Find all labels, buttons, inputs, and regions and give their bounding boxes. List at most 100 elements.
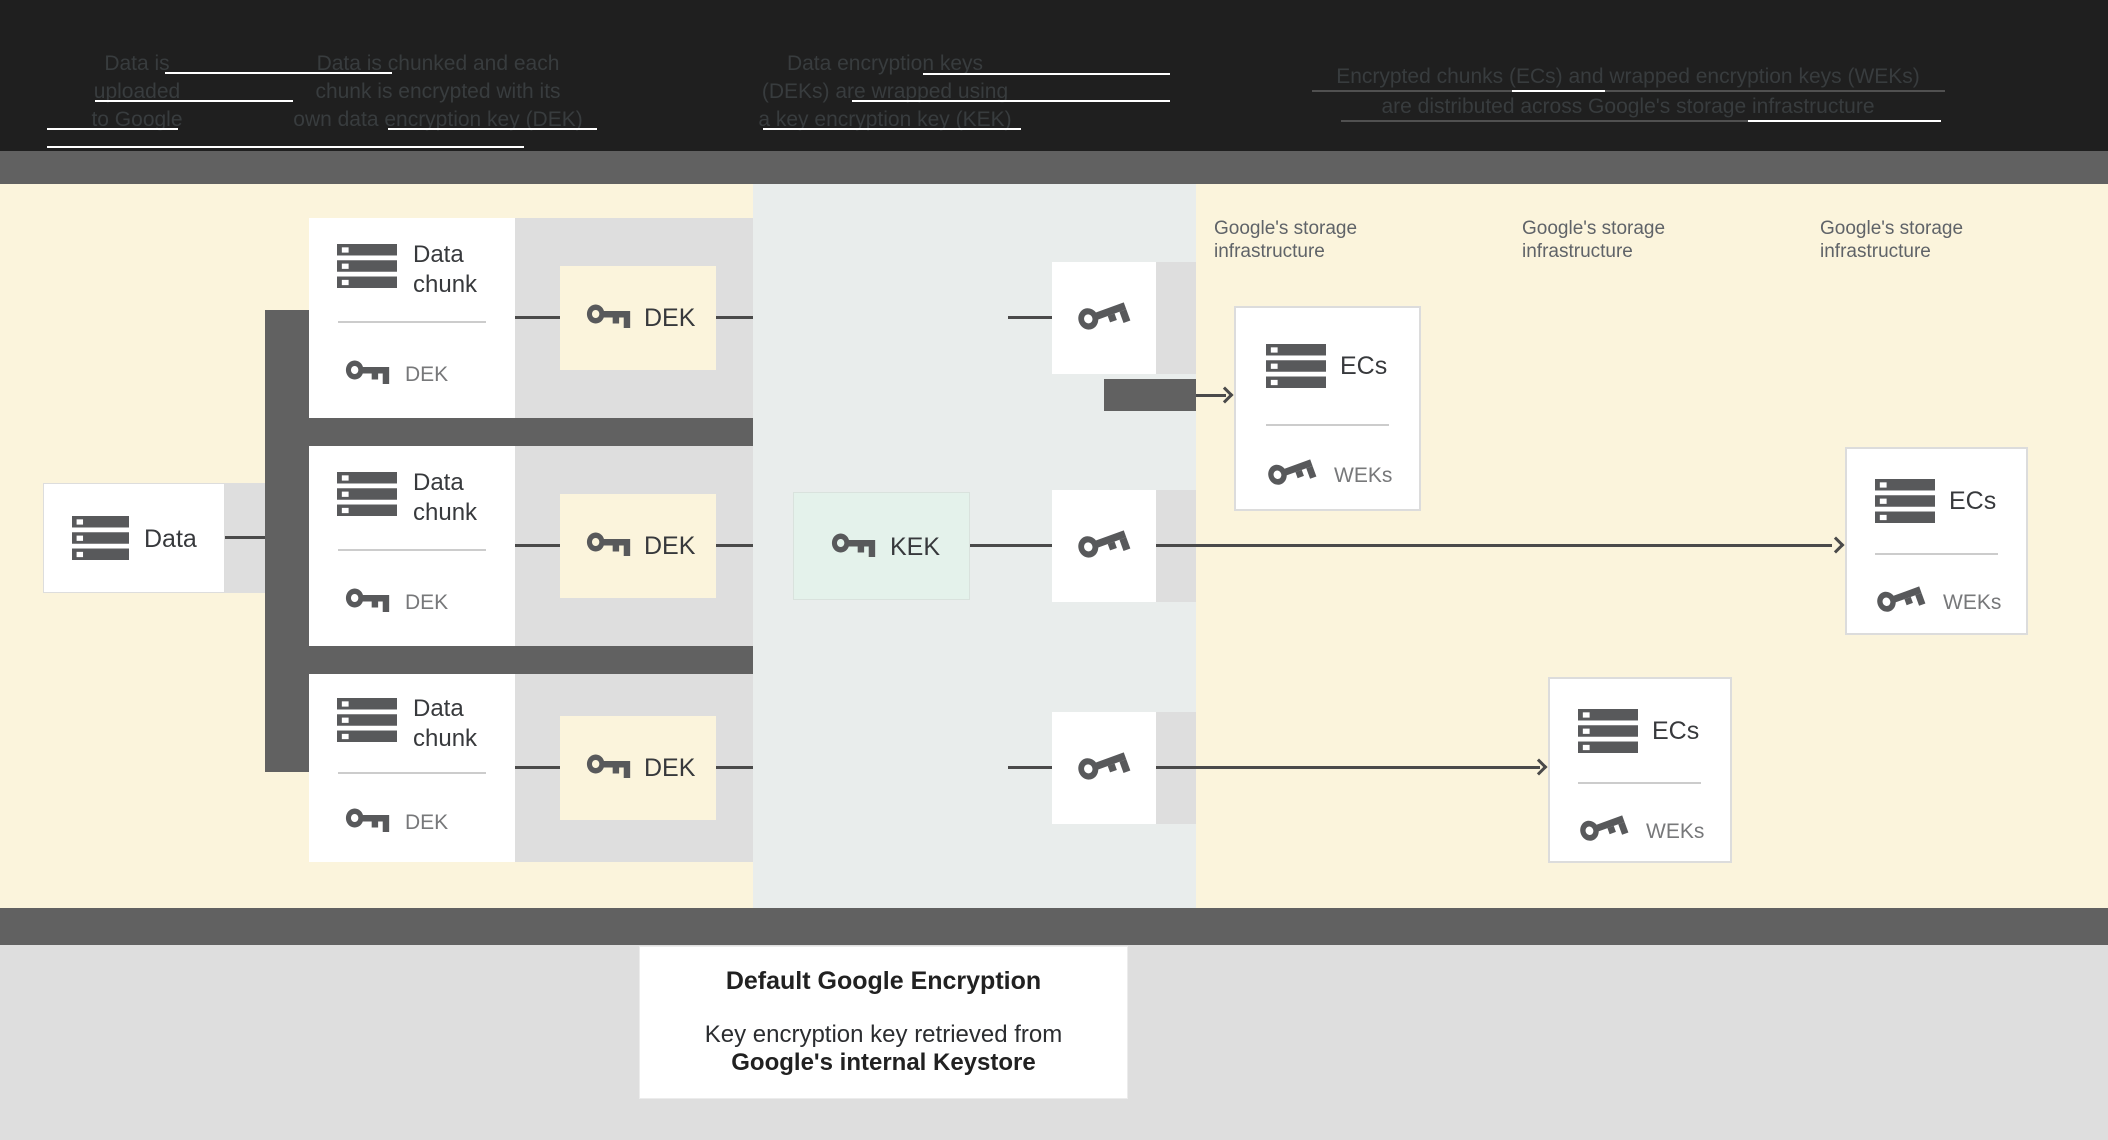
- dek-box-1: DEK: [560, 266, 716, 370]
- underline-artifact: [923, 73, 1170, 75]
- step1-line2: uploaded: [93, 80, 181, 103]
- dek-label: DEK: [644, 754, 696, 782]
- chunk-title: Data chunk: [413, 695, 478, 752]
- ecs-label: ECs: [1340, 352, 1388, 380]
- connector: [716, 766, 753, 769]
- underline-artifact: [1341, 120, 1913, 122]
- step2-line2: chunk is encrypted with its: [315, 80, 561, 103]
- server-stack-icon: [1578, 709, 1638, 753]
- underline-artifact: [388, 128, 597, 130]
- header-band: Data is uploaded to Google Data is chunk…: [0, 0, 2108, 151]
- server-stack-icon: [1266, 344, 1326, 388]
- separator-band-top: [0, 151, 2108, 184]
- step4-line2: are distributed across Google's storage …: [1381, 95, 1875, 118]
- key-icon: [1576, 807, 1632, 853]
- storage-label-1: Google's storage infrastructure: [1214, 217, 1394, 263]
- chunk-dek-label: DEK: [405, 811, 449, 834]
- step1-line3: to Google: [91, 108, 183, 131]
- step3-line1: Data encryption keys: [786, 52, 984, 75]
- connector: [515, 316, 560, 319]
- weks-label: WEKs: [1646, 820, 1705, 843]
- key-icon: [586, 753, 632, 783]
- key-icon: [1074, 293, 1134, 343]
- key-icon: [586, 303, 632, 333]
- arrow-line: [1156, 544, 1832, 547]
- data-chunk-box-2: Data chunk DEK: [309, 446, 515, 646]
- kek-box: KEK: [793, 492, 970, 600]
- storage-label-line: Google's storage: [1214, 218, 1358, 239]
- key-icon: [1074, 743, 1134, 793]
- wrap-key-box-1: [1052, 262, 1156, 374]
- ecs-box-3: ECs WEKs: [1548, 677, 1732, 863]
- data-box-label: Data: [144, 525, 197, 553]
- underline-artifact: [1512, 90, 1605, 92]
- server-stack-icon: [337, 244, 397, 288]
- key-icon: [831, 532, 877, 562]
- chunk-dek-label: DEK: [405, 591, 449, 614]
- wrap-key-box-3: [1052, 712, 1156, 824]
- step-caption-4: Encrypted chunks (ECs) and wrapped encry…: [1295, 62, 1961, 122]
- connector: [515, 766, 560, 769]
- storage-label-line: infrastructure: [1820, 241, 1931, 262]
- fanout-band-2: [265, 646, 753, 674]
- connector: [1008, 766, 1052, 769]
- chunk-dek-label: DEK: [405, 363, 449, 386]
- underline-artifact: [47, 128, 178, 130]
- underline-artifact: [1312, 90, 1945, 92]
- server-stack-icon: [337, 698, 397, 742]
- underline-artifact: [852, 100, 1170, 102]
- step-caption-2: Data is chunked and each chunk is encryp…: [283, 50, 593, 134]
- underline-artifact: [47, 146, 524, 148]
- connector: [716, 544, 753, 547]
- fanout-band-1: [265, 418, 753, 446]
- chunk-title: Data chunk: [413, 241, 478, 298]
- dek-box-3: DEK: [560, 716, 716, 820]
- step3-line3: a key encryption key (KEK): [758, 108, 1012, 131]
- key-icon: [345, 807, 391, 837]
- key-icon: [345, 587, 391, 617]
- footer-body-line2: Google's internal Keystore: [731, 1049, 1036, 1076]
- kek-label: KEK: [890, 533, 941, 561]
- divider: [338, 772, 486, 774]
- dek-box-2: DEK: [560, 494, 716, 598]
- footer-area: Default Google Encryption Key encryption…: [0, 945, 2108, 1140]
- connector: [515, 544, 560, 547]
- weks-label: WEKs: [1334, 464, 1393, 487]
- step2-line3: own data encryption key (DEK): [293, 108, 583, 131]
- step2-line1: Data is chunked and each: [316, 52, 560, 75]
- storage-label-3: Google's storage infrastructure: [1820, 217, 2000, 263]
- diagram-canvas: Google's storage infrastructure Google's…: [0, 184, 2108, 908]
- connector-kek-to-wrapper: [970, 544, 1052, 547]
- wrap-key-box-2: [1052, 490, 1156, 602]
- underline-artifact: [95, 100, 293, 102]
- key-icon: [1074, 521, 1134, 571]
- ecs-label: ECs: [1949, 487, 1997, 515]
- storage-label-line: infrastructure: [1522, 241, 1633, 262]
- step4-line1: Encrypted chunks (ECs) and wrapped encry…: [1336, 65, 1920, 88]
- divider: [1578, 782, 1701, 784]
- chunk-title: Data chunk: [413, 469, 478, 526]
- dek-label: DEK: [644, 532, 696, 560]
- data-chunk-box-3: Data chunk DEK: [309, 674, 515, 862]
- server-stack-icon: [72, 516, 129, 560]
- divider: [1266, 424, 1389, 426]
- divider: [1875, 553, 1998, 555]
- underline-artifact: [1748, 120, 1941, 122]
- key-icon: [1264, 451, 1320, 497]
- storage-label-2: Google's storage infrastructure: [1522, 217, 1702, 263]
- ecs-label: ECs: [1652, 717, 1700, 745]
- separator-band-bottom: [0, 908, 2108, 945]
- data-box: Data: [43, 483, 225, 593]
- dek-label: DEK: [644, 304, 696, 332]
- ecs-box-1: ECs WEKs: [1234, 306, 1421, 511]
- storage-label-line: Google's storage: [1820, 218, 1964, 239]
- server-stack-icon: [1875, 479, 1935, 523]
- wrapped-output-bar: [1104, 379, 1196, 411]
- arrow-line: [1196, 394, 1226, 397]
- step1-line1: Data is: [104, 52, 170, 75]
- data-chunk-box-1: Data chunk DEK: [309, 218, 515, 418]
- footer-caption-box: Default Google Encryption Key encryption…: [639, 946, 1128, 1099]
- server-stack-icon: [337, 472, 397, 516]
- wrap-strip-1: [1156, 262, 1196, 374]
